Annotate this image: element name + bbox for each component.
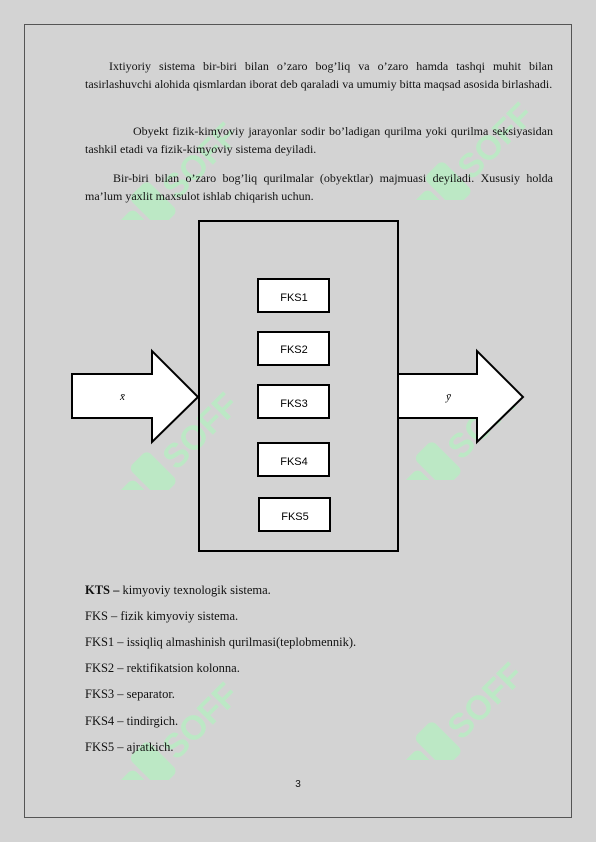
fks3-block xyxy=(257,384,330,419)
paragraph-1: Ixtiyoriy sistema bir-biri bilan o’zaro … xyxy=(85,59,553,91)
fks3-label: FKS3 xyxy=(280,398,308,410)
page-border xyxy=(24,24,572,818)
page-number: 3 xyxy=(295,779,301,790)
legend-item-fks: FKS – fizik kimyoviy sistema. xyxy=(85,609,239,623)
fks2-label: FKS2 xyxy=(280,344,308,356)
output-arrow xyxy=(397,348,525,445)
fks1-label: FKS1 xyxy=(280,292,308,304)
paragraph-3: Bir-biri bilan o’zaro bog’liq qurilmalar… xyxy=(85,171,553,203)
fks5-block xyxy=(258,497,331,532)
input-arrow xyxy=(71,348,200,445)
watermark-logo: SOFF xyxy=(85,120,285,220)
fks2-block xyxy=(257,331,330,366)
legend-item-fks1: FKS1 – issiqliq almashinish qurilmasi(te… xyxy=(85,635,357,649)
watermark-logo: SOFF xyxy=(85,680,285,780)
legend-item-fks5: FKS5 – ajratkich. xyxy=(85,740,174,754)
legend-item-fks2: FKS2 – rektifikatsion kolonna. xyxy=(85,661,240,675)
fks4-label: FKS4 xyxy=(280,456,308,468)
fks1-block xyxy=(257,278,330,313)
watermark-logo: SOFF xyxy=(370,660,570,760)
legend-item-kts: KTS – kimyoviy texnologik sistema. xyxy=(85,582,271,598)
legend-term-kts: KTS – xyxy=(85,583,120,597)
paragraph-2: Obyekt fizik-kimyoviy jarayonlar sodir b… xyxy=(85,124,553,156)
output-label: ȳ xyxy=(445,391,452,403)
watermark-logo: SOFF xyxy=(85,390,285,490)
fks4-block xyxy=(257,442,330,477)
legend-item-fks4: FKS4 – tindirgich. xyxy=(85,714,179,728)
input-label: x̄ xyxy=(119,391,125,403)
legend-desc-kts: kimyoviy texnologik sistema. xyxy=(119,583,271,597)
fks5-label: FKS5 xyxy=(281,511,309,523)
legend-item-fks3: FKS3 – separator. xyxy=(85,687,175,701)
watermark-logo: SOFF xyxy=(380,100,580,200)
